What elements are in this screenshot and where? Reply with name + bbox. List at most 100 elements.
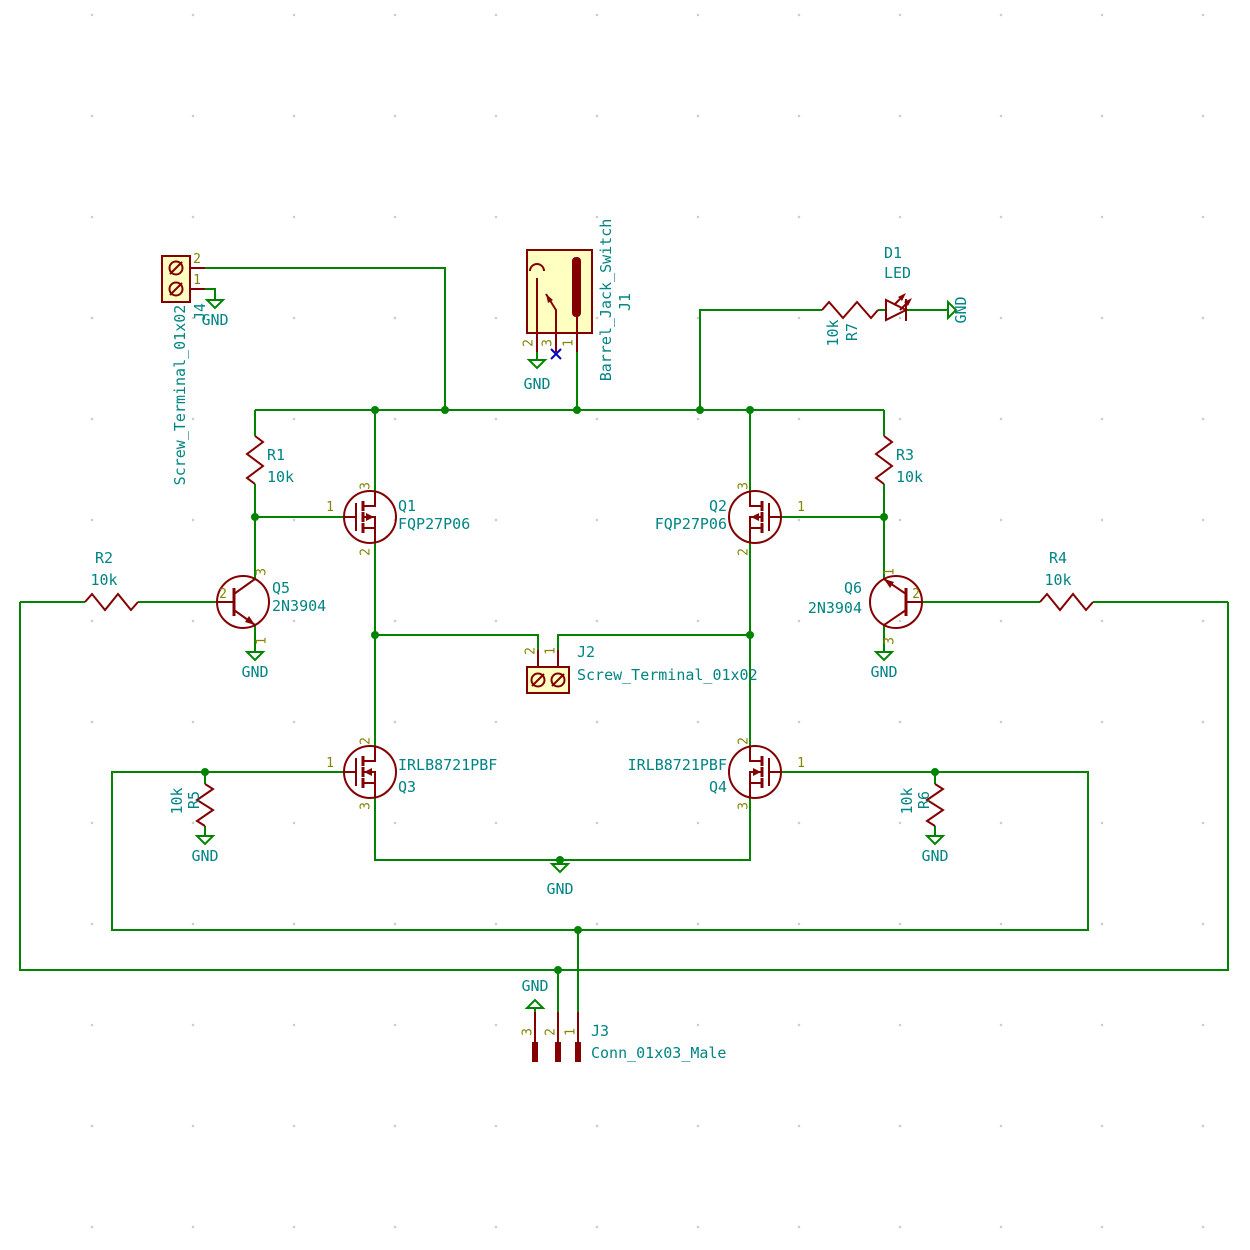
j1-value[interactable]: Barrel_Jack_Switch bbox=[597, 219, 615, 382]
wire-j4-to-bus[interactable] bbox=[205, 267, 446, 410]
wire-output-right[interactable] bbox=[557, 634, 750, 650]
component-r6[interactable]: 10k R6 bbox=[898, 783, 945, 827]
q1-pin-1-number: 1 bbox=[326, 500, 334, 515]
r2-reference[interactable]: R2 bbox=[95, 549, 113, 567]
wire-j4-gnd[interactable] bbox=[205, 288, 216, 296]
component-d1[interactable]: D1 LED bbox=[884, 244, 912, 322]
q5-pin-2-number: 2 bbox=[219, 587, 227, 602]
j3-reference[interactable]: J3 bbox=[591, 1022, 609, 1040]
wire-r1-q5-q1gate[interactable] bbox=[254, 410, 344, 579]
q1-arrow bbox=[366, 513, 374, 521]
r4-zigzag bbox=[1039, 592, 1094, 612]
q3-value[interactable]: IRLB8721PBF bbox=[398, 756, 497, 774]
r6-zigzag bbox=[925, 783, 945, 827]
junction-dot bbox=[371, 406, 379, 414]
wire-layer[interactable] bbox=[19, 267, 1229, 1012]
j4-screw-slots bbox=[169, 261, 183, 296]
q2-gate bbox=[768, 503, 781, 531]
component-j1[interactable]: 2 3 1 Barrel_Jack_Switch J1 bbox=[522, 219, 635, 382]
power-gnd-r6[interactable]: GND bbox=[921, 832, 949, 865]
j3-value[interactable]: Conn_01x03_Male bbox=[591, 1044, 726, 1062]
j3-pin-bar bbox=[532, 1042, 538, 1062]
q5-reference[interactable]: Q5 bbox=[272, 579, 290, 597]
power-gnd-bridge[interactable]: GND bbox=[546, 860, 574, 898]
q6-value[interactable]: 2N3904 bbox=[808, 599, 862, 617]
wire-lowside-gate-bus[interactable] bbox=[111, 771, 1089, 931]
component-q2[interactable]: 1 3 2 Q2 FQP27P06 bbox=[655, 482, 805, 556]
component-r4[interactable]: R4 10k bbox=[1039, 549, 1094, 612]
gnd-label: GND bbox=[870, 663, 897, 681]
r1-value[interactable]: 10k bbox=[267, 468, 294, 486]
q2-arrow bbox=[751, 513, 759, 521]
power-gnd-q6[interactable]: GND bbox=[870, 648, 898, 681]
component-r3[interactable]: R3 10k bbox=[874, 435, 923, 486]
q5-value[interactable]: 2N3904 bbox=[272, 597, 326, 615]
component-j4[interactable]: 2 1 J4 Screw_Terminal_01x02 bbox=[161, 252, 209, 486]
j2-reference[interactable]: J2 bbox=[577, 643, 595, 661]
q4-value[interactable]: IRLB8721PBF bbox=[628, 756, 727, 774]
j4-body bbox=[161, 255, 191, 303]
r3-value[interactable]: 10k bbox=[896, 468, 923, 486]
component-q6[interactable]: 2 1 3 Q6 2N3904 bbox=[808, 568, 923, 645]
j4-value[interactable]: Screw_Terminal_01x02 bbox=[171, 305, 189, 486]
r5-reference[interactable]: R5 bbox=[185, 791, 203, 809]
r6-value[interactable]: 10k bbox=[898, 787, 916, 814]
q3-reference[interactable]: Q3 bbox=[398, 778, 416, 796]
q2-reference[interactable]: Q2 bbox=[709, 497, 727, 515]
r2-value[interactable]: 10k bbox=[90, 571, 117, 589]
component-q5[interactable]: 2 3 1 Q5 2N3904 bbox=[216, 568, 326, 645]
r7-value[interactable]: 10k bbox=[824, 319, 842, 346]
r4-value[interactable]: 10k bbox=[1044, 571, 1071, 589]
wire-r3-q6-q2gate[interactable] bbox=[781, 410, 885, 579]
wire-bridge-source-gnd[interactable] bbox=[374, 798, 751, 861]
component-q3[interactable]: 1 2 3 IRLB8721PBF Q3 bbox=[326, 737, 497, 810]
wire-highside-base-bus[interactable] bbox=[19, 602, 1229, 971]
q6-reference[interactable]: Q6 bbox=[844, 579, 862, 597]
component-r7[interactable]: 10k R7 bbox=[821, 300, 879, 347]
r3-reference[interactable]: R3 bbox=[896, 446, 914, 464]
component-j2[interactable]: 2 1 J2 Screw_Terminal_01x02 bbox=[524, 643, 758, 694]
component-r1[interactable]: R1 10k bbox=[245, 435, 294, 486]
j2-pin-2-number: 2 bbox=[524, 647, 539, 655]
power-gnd-j3[interactable]: GND bbox=[521, 977, 549, 1012]
r7-reference[interactable]: R7 bbox=[843, 323, 861, 341]
r5-value[interactable]: 10k bbox=[168, 787, 186, 814]
component-q1[interactable]: 1 3 2 Q1 FQP27P06 bbox=[326, 482, 470, 556]
r5-zigzag bbox=[195, 783, 215, 827]
component-r2[interactable]: R2 10k bbox=[84, 549, 139, 612]
component-j3[interactable]: 3 2 1 J3 Conn_01x03_Male bbox=[521, 1012, 727, 1062]
q5-pin-3-number: 3 bbox=[255, 568, 270, 576]
q1-value[interactable]: FQP27P06 bbox=[398, 515, 470, 533]
component-r5[interactable]: 10k R5 bbox=[168, 783, 215, 827]
gnd-label: GND bbox=[191, 847, 218, 865]
d1-reference[interactable]: D1 bbox=[884, 244, 902, 262]
j4-pin-1-number: 1 bbox=[193, 273, 201, 288]
r1-reference[interactable]: R1 bbox=[267, 446, 285, 464]
power-gnd-q5[interactable]: GND bbox=[241, 648, 269, 681]
j2-value[interactable]: Screw_Terminal_01x02 bbox=[577, 666, 758, 684]
wire-led-branch[interactable] bbox=[699, 309, 944, 410]
j1-reference[interactable]: J1 bbox=[616, 293, 634, 311]
d1-triangle bbox=[885, 298, 909, 322]
junction-dot bbox=[880, 513, 888, 521]
j3-pin-1-number: 1 bbox=[564, 1028, 579, 1036]
power-gnd-r5[interactable]: GND bbox=[191, 832, 219, 865]
r6-reference[interactable]: R6 bbox=[915, 791, 933, 809]
q2-value[interactable]: FQP27P06 bbox=[655, 515, 727, 533]
q1-reference[interactable]: Q1 bbox=[398, 497, 416, 515]
wire-output-left[interactable] bbox=[375, 634, 539, 650]
junction-dot bbox=[371, 631, 379, 639]
power-gnd-j1[interactable]: GND bbox=[523, 356, 551, 393]
d1-value[interactable]: LED bbox=[884, 264, 911, 282]
q4-reference[interactable]: Q4 bbox=[709, 778, 727, 796]
r4-reference[interactable]: R4 bbox=[1049, 549, 1067, 567]
power-gnd-j4[interactable]: GND bbox=[201, 296, 229, 329]
j4-reference[interactable]: J4 bbox=[191, 303, 209, 321]
component-q4[interactable]: 1 2 3 IRLB8721PBF Q4 bbox=[628, 737, 805, 810]
j2-screw-icon bbox=[550, 672, 566, 688]
gnd-symbol bbox=[526, 356, 548, 370]
power-gnd-led[interactable]: GND bbox=[944, 296, 970, 324]
gnd-label: GND bbox=[201, 311, 228, 329]
j4-pins bbox=[190, 267, 205, 290]
